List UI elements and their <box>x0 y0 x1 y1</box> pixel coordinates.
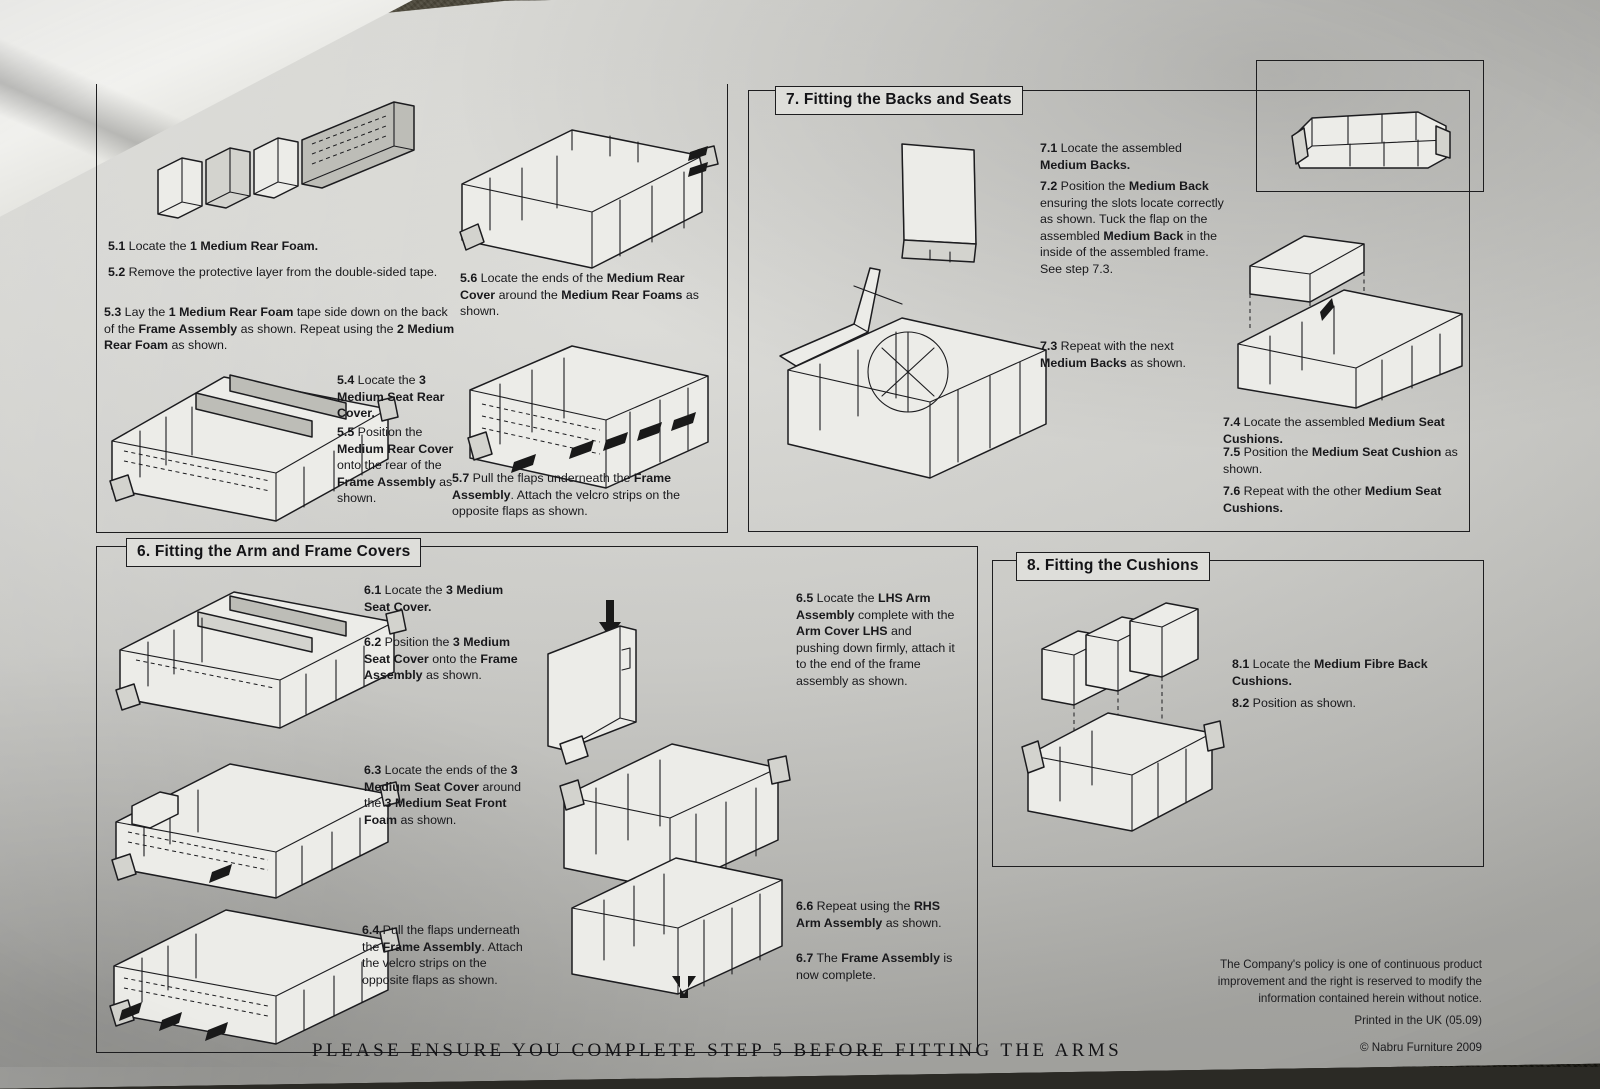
step-5-5: 5.5 Position the Medium Rear Cover onto … <box>337 425 454 505</box>
step-8-1: 8.1 Locate the Medium Fibre Back Cushion… <box>1232 657 1428 688</box>
finished-sofa-panel <box>1256 60 1484 192</box>
section-7-back-fitting-illustration <box>762 126 1062 506</box>
section-7-panel <box>748 90 1470 532</box>
section-6-frame-cover-illustration-1 <box>106 572 406 732</box>
policy-line-2: improvement and the right is reserved to… <box>1217 974 1482 988</box>
section-7-cushion-placement-illustration <box>1224 218 1474 408</box>
step-7-1: 7.1 Locate the assembled Medium Backs. <box>1040 141 1182 172</box>
section-8-panel <box>992 560 1484 867</box>
section-6-frame-cover-illustration-3 <box>100 890 400 1050</box>
section-5-panel <box>96 84 728 533</box>
section-8-cushions-illustration <box>1012 595 1232 845</box>
step-6-1: 6.1 Locate the 3 Medium Seat Cover. <box>364 583 504 614</box>
step-5-6: 5.6 Locate the ends of the Medium Rear C… <box>460 271 699 318</box>
step-6-3: 6.3 Locate the ends of the 3 Medium Seat… <box>364 763 522 827</box>
bottom-warning-banner: PLEASE ENSURE YOU COMPLETE STEP 5 BEFORE… <box>312 1040 1123 1061</box>
section-8-heading: 8. Fitting the Cushions <box>1016 552 1210 581</box>
printed-in-uk-text: Printed in the UK (05.09) <box>1354 1014 1482 1027</box>
step-5-7: 5.7 Pull the flaps underneath the Frame … <box>452 471 680 518</box>
step-5-1: 5.1 Locate the 1 Medium Rear Foam. <box>108 239 319 253</box>
step-7-6: 7.6 Repeat with the other Medium Seat Cu… <box>1223 484 1442 515</box>
section-6-arm-assembly-illustration <box>520 600 800 998</box>
step-7-3: 7.3 Repeat with the next Medium Backs as… <box>1040 339 1186 370</box>
step-8-2: 8.2 Position as shown. <box>1232 696 1356 710</box>
step-6-4: 6.4 Pull the flaps underneath the Frame … <box>362 923 523 987</box>
step-7-2: 7.2 Position the Medium Back ensuring th… <box>1040 179 1224 276</box>
step-6-2: 6.2 Position the 3 Medium Seat Cover ont… <box>364 635 518 682</box>
finished-sofa-illustration <box>1278 96 1464 180</box>
section-6-panel <box>96 546 978 1053</box>
section-7-heading: 7. Fitting the Backs and Seats <box>775 86 1023 115</box>
section-5-frame-foam-assembly <box>100 355 400 525</box>
copyright-text: © Nabru Furniture 2009 <box>1360 1041 1482 1054</box>
step-6-6: 6.6 Repeat using the RHS Arm Assembly as… <box>796 899 942 930</box>
section-5-foam-illustration <box>140 110 440 240</box>
step-5-2: 5.2 Remove the protective layer from the… <box>108 265 438 279</box>
step-7-4: 7.4 Locate the assembled Medium Seat Cus… <box>1223 415 1445 446</box>
policy-line-1: The Company's policy is one of continuou… <box>1220 958 1482 971</box>
instruction-sheet: 7. Fitting the Backs and Seats 6. Fittin… <box>0 0 1600 1067</box>
section-5-frame-rear-illustration <box>452 120 722 295</box>
step-6-5: 6.5 Locate the LHS Arm Assembly complete… <box>796 591 955 688</box>
policy-line-3: information contained herein without not… <box>1258 991 1482 1005</box>
step-5-3: 5.3 Lay the 1 Medium Rear Foam tape side… <box>104 305 455 352</box>
step-7-5: 7.5 Position the Medium Seat Cushion as … <box>1223 445 1458 476</box>
section-6-heading: 6. Fitting the Arm and Frame Covers <box>126 538 422 567</box>
section-5-rear-cover-illustration <box>460 330 730 510</box>
step-6-7: 6.7 The Frame Assembly is now complete. <box>796 951 953 982</box>
section-6-frame-cover-illustration-2 <box>100 740 400 900</box>
sheet-content: 7. Fitting the Backs and Seats 6. Fittin… <box>96 60 1484 1061</box>
step-5-4: 5.4 Locate the 3 Medium Seat Rear Cover. <box>337 373 445 420</box>
company-policy-text: The Company's policy is one of continuou… <box>1180 957 1482 1007</box>
